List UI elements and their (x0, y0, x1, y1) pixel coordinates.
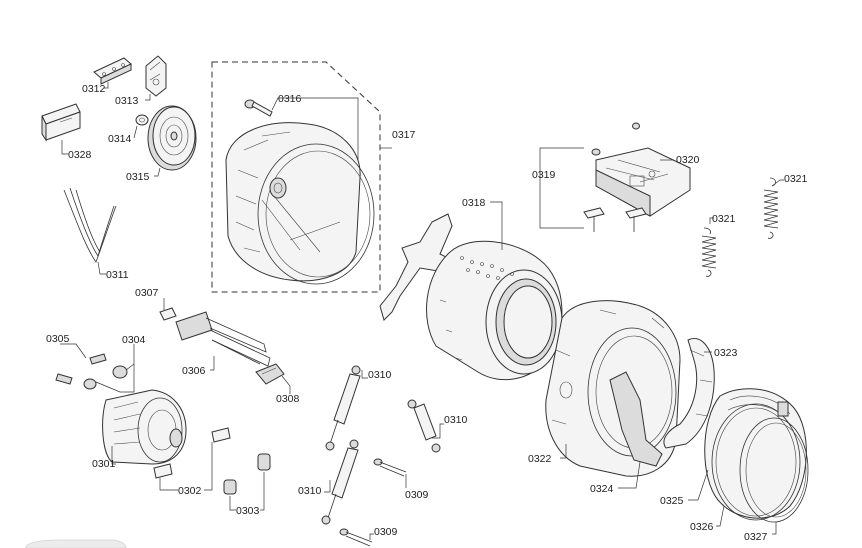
part-0309-bolt-a[interactable] (373, 458, 407, 488)
part-0308-sensor[interactable] (255, 363, 291, 394)
label-0313[interactable]: 0313 (115, 95, 139, 107)
label-0302[interactable]: 0302 (178, 485, 202, 497)
label-0301[interactable]: 0301 (92, 458, 116, 470)
part-0301-motor[interactable] (102, 389, 187, 465)
label-0328[interactable]: 0328 (68, 149, 92, 161)
part-0303-capacitor[interactable] (223, 453, 271, 511)
part-0305-screws[interactable] (55, 343, 107, 385)
part-0307-sensor[interactable] (159, 298, 177, 321)
part-0312-bracket[interactable] (93, 57, 132, 89)
label-0316[interactable]: 0316 (278, 93, 302, 105)
part-0328-plate[interactable] (41, 103, 81, 155)
part-0310-damper-c[interactable] (321, 439, 359, 525)
part-0310-damper-b[interactable] (407, 399, 444, 453)
group-0317-outline (211, 61, 381, 293)
label-0320[interactable]: 0320 (676, 154, 700, 166)
label-0319[interactable]: 0319 (532, 169, 556, 181)
label-0323[interactable]: 0323 (714, 347, 738, 359)
part-0321-spring-b[interactable] (763, 177, 784, 239)
part-0304-bushings[interactable] (83, 344, 135, 393)
part-0310-damper-a[interactable] (325, 365, 368, 451)
label-0314[interactable]: 0314 (108, 133, 132, 145)
part-0309-bolt-b[interactable] (339, 528, 374, 547)
label-0305[interactable]: 0305 (46, 333, 70, 345)
label-0322[interactable]: 0322 (528, 453, 552, 465)
label-0304[interactable]: 0304 (122, 334, 146, 346)
part-0323-ring[interactable] (663, 338, 715, 449)
part-0306-heater[interactable] (175, 311, 271, 371)
label-0317[interactable]: 0317 (392, 129, 416, 141)
part-0319-fixings[interactable] (539, 122, 647, 232)
part-rear-tub[interactable] (225, 122, 375, 285)
overlay-tab-remnant (25, 539, 127, 548)
part-0321-spring-a[interactable] (701, 217, 717, 277)
part-0314-washer[interactable] (133, 114, 149, 139)
label-0308[interactable]: 0308 (276, 393, 300, 405)
part-0318-drum[interactable] (379, 201, 563, 381)
part-0327-clamp[interactable] (739, 401, 809, 535)
label-0310-c[interactable]: 0310 (298, 485, 322, 497)
label-0327[interactable]: 0327 (744, 531, 768, 543)
part-0313-mount[interactable] (145, 55, 167, 101)
label-0310-a[interactable]: 0310 (368, 369, 392, 381)
part-0320-counterweight[interactable] (595, 147, 691, 217)
label-0307[interactable]: 0307 (135, 287, 159, 299)
label-0324[interactable]: 0324 (590, 483, 614, 495)
part-0316-bolt[interactable] (244, 97, 306, 117)
label-0306[interactable]: 0306 (182, 365, 206, 377)
label-0321-a[interactable]: 0321 (712, 213, 736, 225)
label-0315[interactable]: 0315 (126, 171, 150, 183)
label-0311[interactable]: 0311 (106, 269, 129, 281)
label-0309-a[interactable]: 0309 (405, 489, 429, 501)
part-0326-clamp[interactable] (711, 403, 801, 527)
label-0312[interactable]: 0312 (82, 83, 106, 95)
part-0302-carbon-brush[interactable] (153, 427, 231, 491)
label-0325[interactable]: 0325 (660, 495, 684, 507)
label-0303[interactable]: 0303 (236, 505, 260, 517)
leader-0324 (618, 461, 641, 489)
part-0311-belt[interactable] (63, 187, 117, 275)
label-0326[interactable]: 0326 (690, 521, 714, 533)
label-0310-b[interactable]: 0310 (444, 414, 468, 426)
label-0309-b[interactable]: 0309 (374, 526, 398, 538)
label-0318[interactable]: 0318 (462, 197, 486, 209)
part-0315-pulley[interactable] (147, 105, 197, 177)
part-0322-front-tub[interactable] (545, 300, 681, 477)
label-0321-b[interactable]: 0321 (784, 173, 808, 185)
